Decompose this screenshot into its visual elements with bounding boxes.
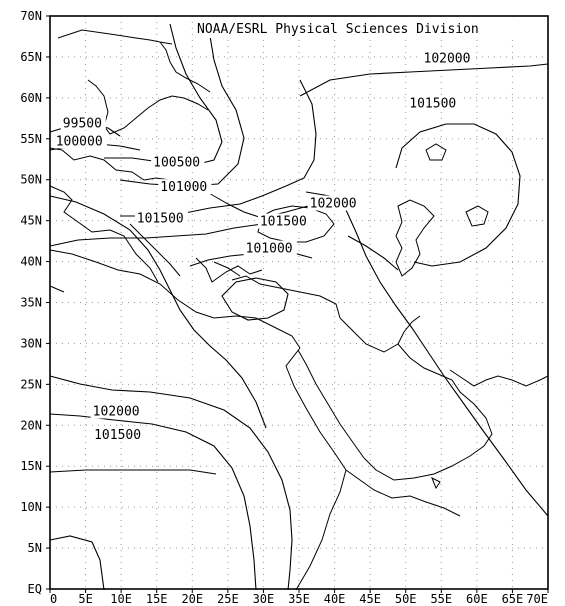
lat-tick-label: 10N	[20, 500, 42, 514]
contour-label: 102000	[424, 52, 471, 67]
lat-tick-label: EQ	[28, 582, 42, 596]
contour-label-backdrop	[243, 240, 297, 256]
lon-tick-label: 55E	[430, 592, 452, 606]
contour-label: 101000	[246, 242, 293, 257]
lat-tick-label: 65N	[20, 50, 42, 64]
lon-tick-label: 45E	[359, 592, 381, 606]
lon-tick-label: 65E	[502, 592, 524, 606]
contour-label-backdrop	[257, 213, 312, 229]
lat-lon-grid	[50, 16, 548, 589]
contour-label-backdrop	[60, 115, 106, 131]
isobar-101500-east-loop	[395, 123, 521, 267]
contour-label: 100000	[56, 134, 103, 149]
credit-text: NOAA/ESRL Physical Sciences Division	[197, 22, 479, 37]
lat-tick-label: 15N	[20, 459, 42, 473]
contour-label: 101500	[409, 97, 456, 112]
coastline-aral	[465, 205, 489, 227]
contour-label-backdrop	[151, 154, 205, 170]
lon-tick-label: 25E	[217, 592, 239, 606]
isobar-west-arc	[49, 195, 267, 429]
coastline-lake-north	[425, 143, 447, 161]
contour-label: 99500	[63, 116, 102, 131]
lat-tick-label: 45N	[20, 214, 42, 228]
contour-label: 102000	[93, 404, 140, 419]
lon-tick-label: 15E	[146, 592, 168, 606]
lat-tick-label: 35N	[20, 296, 42, 310]
contour-label-backdrop	[307, 195, 361, 211]
isobar-102000-south	[49, 375, 293, 591]
coastline-gulf	[449, 369, 549, 387]
coastline-anatolia	[213, 261, 341, 319]
contour-label-backdrop	[421, 50, 475, 66]
lat-tick-label: 40N	[20, 255, 42, 269]
contour-label-backdrop	[134, 210, 188, 226]
coastline-black-sea	[257, 205, 335, 243]
contour-label: 101500	[94, 428, 141, 443]
isobar-southwest	[49, 469, 217, 475]
contour-label: 102000	[310, 197, 357, 212]
lon-tick-label: 60E	[466, 592, 488, 606]
lon-tick-label: 50E	[395, 592, 417, 606]
contour-label: 101500	[260, 215, 307, 230]
contour-label-backdrop	[158, 179, 212, 195]
lat-tick-label: 70N	[20, 9, 42, 23]
lon-tick-label: 35E	[288, 592, 310, 606]
contour-label-backdrop	[407, 95, 461, 111]
coastline-madagascar-hint	[431, 476, 441, 490]
credit-backdrop	[193, 18, 547, 38]
contour-label-backdrop	[53, 133, 107, 149]
coastline-north-africa	[49, 249, 301, 349]
isobar-102000-north	[299, 63, 549, 97]
coastline-scandinavia	[57, 29, 211, 135]
lon-tick-label: 30E	[253, 592, 275, 606]
lat-tick-label: 20N	[20, 418, 42, 432]
lon-tick-label: 40E	[324, 592, 346, 606]
coastline-red-sea	[285, 347, 365, 471]
lon-tick-label: 20E	[181, 592, 203, 606]
contour-label-backdrop	[90, 403, 144, 419]
isobar-contours	[49, 23, 549, 591]
contour-label: 101000	[160, 180, 207, 195]
lat-tick-label: 5N	[28, 541, 42, 555]
contour-label: 100500	[153, 156, 200, 171]
lon-tick-label: 5E	[78, 592, 92, 606]
coastline-arabia	[339, 315, 493, 481]
lat-tick-label: 50N	[20, 173, 42, 187]
lat-tick-label: 30N	[20, 336, 42, 350]
lon-tick-label: 0	[50, 592, 57, 606]
contour-labels: 1020001015009950010000010050010100010150…	[53, 50, 475, 443]
isobar-100500	[104, 23, 223, 167]
lon-tick-label: 70E	[526, 592, 548, 606]
lon-tick-label: 10E	[110, 592, 132, 606]
contour-label: 101500	[137, 211, 184, 226]
isobar-southwest-corner	[49, 535, 105, 591]
isobar-101500-south	[49, 413, 257, 591]
contour-label-backdrop	[92, 427, 146, 443]
lat-tick-label: 25N	[20, 377, 42, 391]
map-frame	[49, 15, 549, 590]
isobar-low-ring	[221, 277, 289, 321]
isobar-east-arc	[347, 235, 399, 271]
coastline-caspian	[395, 199, 435, 277]
coastline-horn-africa	[295, 469, 461, 591]
coastlines	[49, 29, 549, 591]
isobar-101500-west	[120, 79, 317, 217]
lat-tick-label: 60N	[20, 91, 42, 105]
lat-tick-label: 55N	[20, 132, 42, 146]
isobar-102000-mid	[305, 191, 549, 517]
